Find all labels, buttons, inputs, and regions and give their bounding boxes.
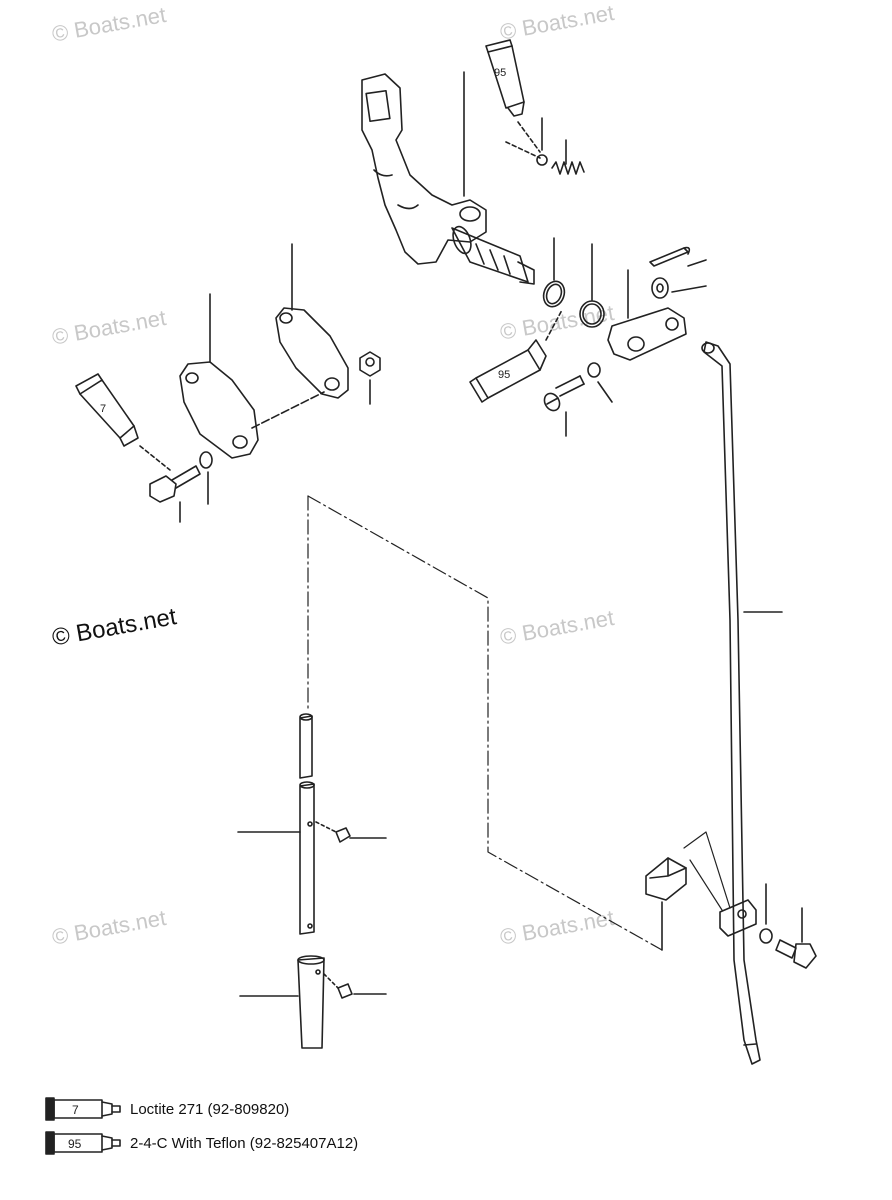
tube-number: 7 bbox=[100, 403, 106, 415]
shift-shaft bbox=[299, 781, 315, 935]
leader-line bbox=[671, 285, 707, 293]
cotter-pin bbox=[649, 247, 689, 267]
connector-clip bbox=[645, 857, 687, 901]
bolt bbox=[149, 465, 201, 503]
roll-pin bbox=[335, 827, 351, 843]
nut bbox=[359, 351, 381, 377]
screw bbox=[543, 375, 585, 412]
washer bbox=[199, 451, 213, 469]
assembly-outline bbox=[307, 495, 663, 951]
leader-line bbox=[597, 381, 613, 403]
washer bbox=[587, 362, 601, 378]
o-ring bbox=[579, 300, 605, 328]
grease-tube-icon: 95 bbox=[469, 339, 547, 403]
rod-clamp bbox=[719, 899, 757, 937]
legend-teflon-text: 2-4-C With Teflon (92-825407A12) bbox=[130, 1135, 359, 1152]
leader-line bbox=[517, 121, 541, 153]
shift-rod bbox=[701, 341, 761, 1065]
tube-number: 95 bbox=[498, 369, 510, 381]
legend-loctite-text: Loctite 271 (92-809820) bbox=[130, 1101, 290, 1118]
o-ring bbox=[542, 280, 566, 308]
bolt bbox=[775, 939, 817, 969]
loctite-tube-icon: 7 bbox=[75, 373, 139, 447]
detent-ball bbox=[536, 154, 548, 166]
shaft-segment bbox=[299, 713, 313, 779]
cover-plate bbox=[179, 361, 259, 459]
legend-number: 95 bbox=[68, 1137, 82, 1151]
washer bbox=[759, 928, 773, 944]
grease-tube-icon: 95 bbox=[485, 39, 525, 117]
shift-lever bbox=[361, 73, 535, 285]
legend-number: 7 bbox=[72, 1103, 79, 1117]
detent-spring bbox=[551, 161, 585, 175]
leader-line bbox=[687, 259, 707, 267]
shift-link bbox=[607, 307, 687, 361]
gasket-plate bbox=[275, 307, 349, 399]
legend-teflon-icon: 95 bbox=[45, 1131, 121, 1155]
shift-coupler bbox=[297, 955, 325, 1049]
tube-number: 95 bbox=[494, 67, 506, 79]
roll-pin bbox=[337, 983, 353, 999]
washer bbox=[651, 277, 669, 299]
legend-loctite-icon: 7 bbox=[45, 1097, 121, 1121]
